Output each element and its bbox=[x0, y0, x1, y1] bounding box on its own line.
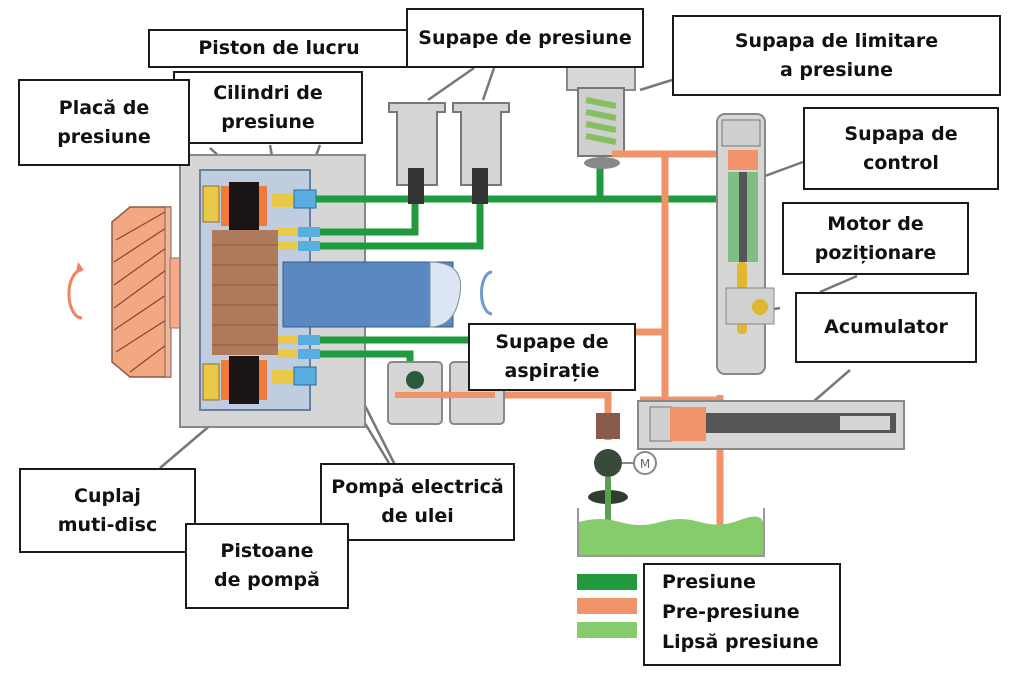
accumulator bbox=[637, 400, 905, 450]
legend-swatch-no-pressure bbox=[577, 622, 637, 638]
label-pistoane-de-pompa: Pistoane de pompă bbox=[185, 523, 349, 609]
legend-swatch-pressure bbox=[577, 574, 637, 590]
label-supapa-de-limitare: Supapa de limitare a presiune bbox=[672, 15, 1001, 96]
label-acumulator: Acumulator bbox=[795, 292, 977, 363]
pressure-lines bbox=[316, 165, 748, 378]
label-motor-de-pozitionare: Motor de poziționare bbox=[782, 202, 969, 275]
label-supapa-de-control: Supapa de control bbox=[803, 107, 999, 190]
legend-label-pre-pressure: Pre-presiune bbox=[662, 601, 800, 623]
label-pompa-electrica: Pompă electrică de ulei bbox=[320, 463, 515, 541]
oil-tank bbox=[577, 508, 765, 557]
label-piston-de-lucru: Piston de lucru bbox=[148, 29, 410, 68]
legend-swatch-pre-pressure bbox=[577, 598, 637, 614]
electric-pump: M bbox=[588, 413, 657, 522]
pressure-valves bbox=[388, 102, 510, 204]
label-cuplaj-muti-disc: Cuplaj muti-disc bbox=[19, 468, 196, 553]
label-supape-de-presiune: Supape de presiune bbox=[406, 8, 644, 68]
label-placa-de-presiune: Placă de presiune bbox=[18, 79, 190, 166]
control-valve bbox=[716, 113, 775, 375]
legend-label-pressure: Presiune bbox=[662, 571, 756, 593]
legend-label-no-pressure: Lipsă presiune bbox=[662, 631, 819, 653]
suction-valves bbox=[387, 361, 505, 425]
legend: Presiune Pre-presiune Lipsă presiune bbox=[643, 563, 841, 666]
label-supape-de-aspiratie: Supape de aspirație bbox=[468, 323, 636, 391]
label-cilindri-de-presiune: Cilindri de presiune bbox=[173, 71, 363, 144]
motor-symbol: M bbox=[640, 457, 650, 471]
clutch-housing bbox=[179, 154, 493, 428]
